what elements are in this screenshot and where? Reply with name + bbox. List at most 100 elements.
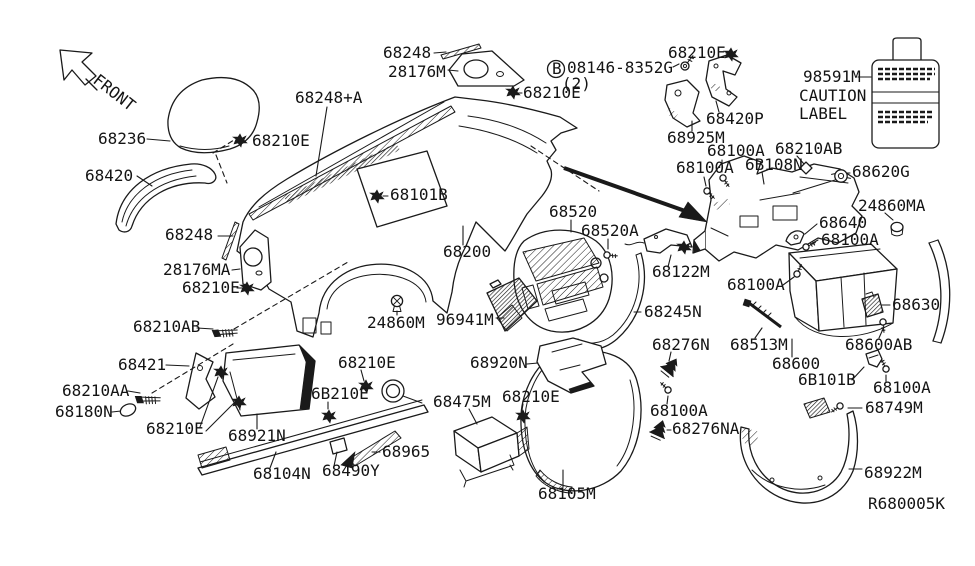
- clip-fastener-icon: [369, 189, 385, 204]
- screw-fastener-icon: [703, 187, 715, 199]
- leader-line: [269, 451, 277, 469]
- bracket-68420p: [705, 54, 742, 107]
- part-label-68200: 68200: [443, 242, 491, 261]
- part-label-68210E: 68210E: [146, 419, 204, 438]
- part-label-6B210E: 6B210E: [311, 384, 369, 403]
- part-label-68101B: 68101B: [390, 185, 448, 204]
- part-label-68100A: 68100A: [873, 378, 931, 397]
- leader-line: [127, 390, 141, 394]
- part-label-68475M: 68475M: [433, 392, 491, 411]
- part-label-68520A: 68520A: [581, 221, 639, 240]
- part-label-68210E: 68210E: [668, 43, 726, 62]
- part-label-68100A: 68100A: [821, 230, 879, 249]
- part-label-6B101B: 6B101B: [798, 370, 856, 389]
- unit-68475m: [453, 416, 530, 488]
- dashed-leader-line: [233, 261, 349, 330]
- leader-line: [526, 362, 539, 365]
- part-label-68210E: 68210E: [182, 278, 240, 297]
- clip-fastener-icon: [723, 47, 739, 62]
- leader-line: [315, 106, 328, 177]
- part-label-FRONT: FRONT: [90, 70, 140, 115]
- clip-fastener-icon: [232, 133, 248, 148]
- grommet-fastener-icon: [831, 169, 851, 183]
- leader-line: [360, 369, 365, 382]
- leader-line: [792, 179, 836, 194]
- clip-fastener-icon: [358, 379, 374, 394]
- screw-fastener-icon: [880, 359, 890, 373]
- side-curve-panel: [928, 239, 951, 344]
- leader-line: [231, 268, 241, 271]
- part-label-68210E: 68210E: [502, 387, 560, 406]
- clip-fastener-icon: [239, 281, 255, 296]
- part-label-68210E: 68210E: [338, 353, 396, 372]
- screw-fastener-icon: [719, 174, 730, 187]
- bulb-fastener-icon: [390, 294, 404, 312]
- leader-line: [761, 171, 765, 185]
- leader-line: [196, 327, 214, 330]
- part-label-LABEL: LABEL: [799, 104, 847, 123]
- part-label-68600AB: 68600AB: [845, 335, 912, 354]
- part-label-68620G: 68620G: [852, 162, 910, 181]
- dashed-leader-line: [215, 154, 228, 184]
- part-label-68210AB: 68210AB: [133, 317, 200, 336]
- leader-line: [447, 69, 459, 72]
- part-label-08146-8352G: 08146-8352G: [567, 58, 673, 77]
- part-label-68100A: 68100A: [650, 401, 708, 420]
- part-label-28176M: 28176M: [388, 62, 446, 81]
- part-label-68248+A: 68248+A: [295, 88, 363, 107]
- part-label-98591M: 98591M: [803, 67, 861, 86]
- treeclip-fastener-icon: [649, 420, 666, 441]
- bracket-6b101b: [865, 349, 883, 368]
- part-label-68245N: 68245N: [644, 302, 702, 321]
- bolt-fastener-icon: [134, 395, 161, 405]
- leader-line: [199, 376, 219, 428]
- part-label-68640: 68640: [819, 213, 867, 232]
- part-label-68236: 68236: [98, 129, 146, 148]
- treeclip-fastener-icon: [660, 358, 678, 378]
- part-68420-hood: [115, 163, 217, 233]
- part-label-68100A: 68100A: [727, 275, 785, 294]
- strip-68965: [340, 430, 402, 469]
- door-68922m: [739, 397, 859, 504]
- leader-line: [796, 155, 805, 165]
- leader-line: [668, 351, 672, 362]
- clip-fastener-icon: [231, 395, 247, 410]
- latch-68630: [861, 291, 884, 318]
- part-label-68276NA: 68276NA: [672, 419, 740, 438]
- clip-fastener-icon: [321, 409, 337, 424]
- leader-line: [804, 223, 818, 235]
- screw-fastener-icon: [879, 318, 887, 333]
- clip-fastener-icon: [515, 409, 531, 424]
- radio-panel-68520: [513, 229, 613, 333]
- part-label-68104N: 68104N: [253, 464, 311, 483]
- part-label-68420: 68420: [85, 166, 133, 185]
- part-label-CAUTION: CAUTION: [799, 86, 866, 105]
- part-label-68276N: 68276N: [652, 335, 710, 354]
- part-label-68630: 68630: [892, 295, 940, 314]
- part-label-68180N: 68180N: [55, 402, 113, 421]
- part-label-68105M: 68105M: [538, 484, 596, 503]
- part-label-28176MA: 28176MA: [163, 260, 231, 279]
- leader-line: [666, 395, 669, 405]
- part-label-96941M: 96941M: [436, 310, 494, 329]
- dashed-leader-line: [530, 145, 600, 192]
- square-68490y: [329, 437, 348, 455]
- part-label-68100A: 68100A: [707, 141, 765, 160]
- part-28176m-corner-panel: [440, 43, 525, 87]
- leader-line: [205, 400, 237, 432]
- leader-line: [851, 366, 865, 381]
- part-label-68122M: 68122M: [652, 262, 710, 281]
- screw2-fastener-icon: [680, 55, 694, 71]
- part-label-68520: 68520: [549, 202, 597, 221]
- clip-fastener-icon: [505, 85, 521, 100]
- cover-68920n: [536, 337, 607, 394]
- bracket-68640: [785, 230, 805, 246]
- part-68236-cluster-lid: [167, 76, 260, 154]
- leader-line: [165, 364, 190, 367]
- leader-line: [884, 212, 894, 221]
- leader-line: [333, 451, 338, 467]
- part-label-68920N: 68920N: [470, 353, 528, 372]
- circled-b-icon: [546, 59, 566, 79]
- leader-line: [146, 138, 171, 142]
